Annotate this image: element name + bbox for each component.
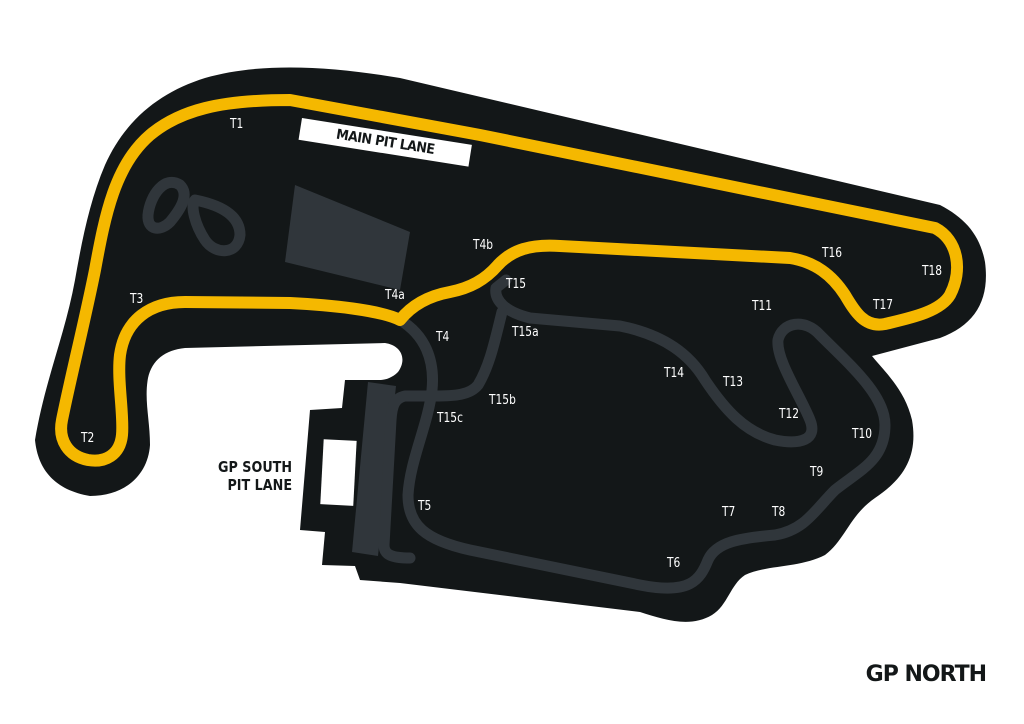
turn-label: T15c [437,411,463,426]
turn-label: T2 [81,431,95,446]
south-circuit-track [394,274,891,594]
skidpad-loop-right [187,194,246,257]
pit-lane-label-line-2: PIT LANE [227,476,292,494]
turn-label: T6 [667,556,681,571]
pit-lane-label-line-1: GP SOUTH [217,458,292,476]
turn-label: T17 [873,298,894,313]
turn-label: T12 [779,407,800,422]
t15a-link-track [378,306,508,564]
turn-label: T8 [772,505,786,520]
turn-label: T4a [385,288,405,303]
turn-label: T9 [810,465,824,480]
turn-label: T18 [922,264,943,279]
turn-label: T4 [436,330,450,345]
gp-south-pit-box [320,439,357,506]
turn-label: T7 [722,505,736,520]
pit-building [285,185,410,290]
turn-label: T3 [130,292,144,307]
turn-label: T1 [230,117,244,132]
turn-label: T10 [852,427,873,442]
layout-name: GP NORTH [865,662,987,687]
turn-label: T14 [664,366,685,381]
turn-label: T13 [723,375,744,390]
turn-label: T15 [506,277,527,292]
turn-label: T15a [512,325,539,340]
gp-south-pit-lane [352,382,396,556]
turn-label: T16 [822,246,843,261]
circuit-ground [35,67,986,622]
turn-label: T5 [418,499,432,514]
gp-south-pit-lane-label: GP SOUTH PIT LANE [218,458,292,494]
turn-label: T4b [473,238,494,253]
skidpad-loop-left [142,177,190,234]
turn-label: T15b [489,393,516,408]
turn-label: T11 [752,299,773,314]
gp-north-circuit [55,94,963,467]
